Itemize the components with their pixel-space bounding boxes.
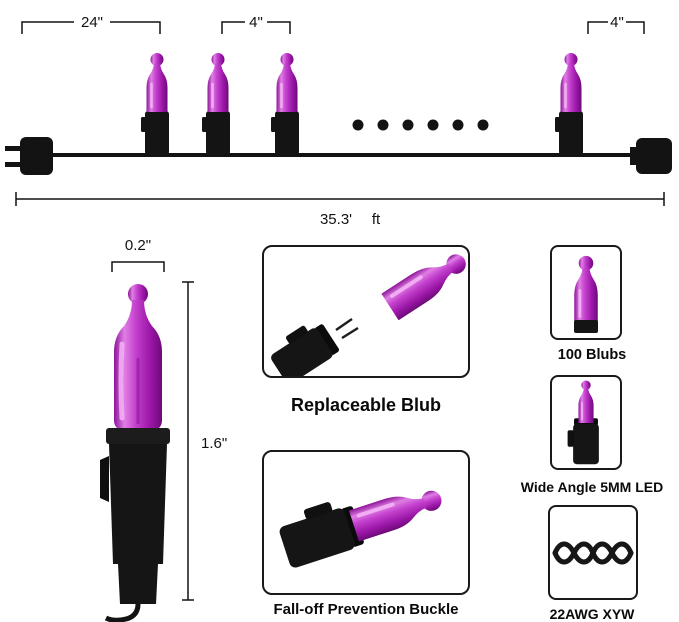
width-dimension-line xyxy=(111,261,165,272)
bulb-closeup-diagram: 0.2" 1.6" xyxy=(100,237,227,622)
bulb-icon xyxy=(555,53,583,155)
twisted-wire-illustration xyxy=(552,541,634,565)
spec-label-led-type: Wide Angle 5MM LED xyxy=(520,479,664,495)
single-bulb-illustration xyxy=(572,254,600,333)
spec-box-bulb-count xyxy=(550,245,622,340)
bulb-icon xyxy=(141,53,169,155)
socket-lead-wire xyxy=(335,318,353,331)
dimension-label-4in: 4" xyxy=(249,14,263,31)
string-light-diagram: 24" 4" 4" 35.3' ft xyxy=(5,14,672,228)
fall-off-prevention-box xyxy=(262,450,470,595)
socket-clip xyxy=(100,456,109,502)
spec-label-wire-gauge: 22AWG XYW xyxy=(549,606,635,622)
lead-wire xyxy=(104,603,141,622)
spec-box-led-type xyxy=(550,375,622,470)
spec-box-wire-gauge xyxy=(548,505,638,600)
led-socket-illustration xyxy=(567,379,599,465)
bulb-icon xyxy=(202,53,230,155)
dimension-label-24in: 24" xyxy=(81,14,103,31)
dimension-bulb-spacing: 4" xyxy=(221,14,291,34)
bulb-height-label: 1.6" xyxy=(201,435,227,452)
bulb-icon xyxy=(271,53,299,155)
bulb-width-label: 0.2" xyxy=(125,237,151,254)
replaceable-bulb-box xyxy=(262,245,470,378)
feature-label-fall-off: Fall-off Prevention Buckle xyxy=(273,601,459,618)
bulb-closeup-illustration xyxy=(100,284,170,622)
continuation-dots xyxy=(352,119,489,131)
fall-off-prevention-illustration xyxy=(275,452,468,570)
dimension-lead-spacing: 24" xyxy=(21,14,161,34)
dimension-label-4in-tail: 4" xyxy=(610,14,624,31)
plug-icon xyxy=(5,137,53,175)
dimension-total-length: 35.3' ft xyxy=(15,192,665,228)
height-dimension-line xyxy=(182,281,194,601)
total-length-value: 35.3' xyxy=(320,211,352,228)
spec-label-bulb-count: 100 Blubs xyxy=(557,347,627,363)
end-connector-icon xyxy=(630,138,672,174)
replaceable-bulb-illustration xyxy=(265,247,468,376)
socket-lead-wire xyxy=(341,326,359,340)
total-length-unit: ft xyxy=(372,211,381,228)
feature-label-replaceable: Replaceable Blub xyxy=(290,395,442,415)
dimension-tail-spacing: 4" xyxy=(587,14,645,34)
